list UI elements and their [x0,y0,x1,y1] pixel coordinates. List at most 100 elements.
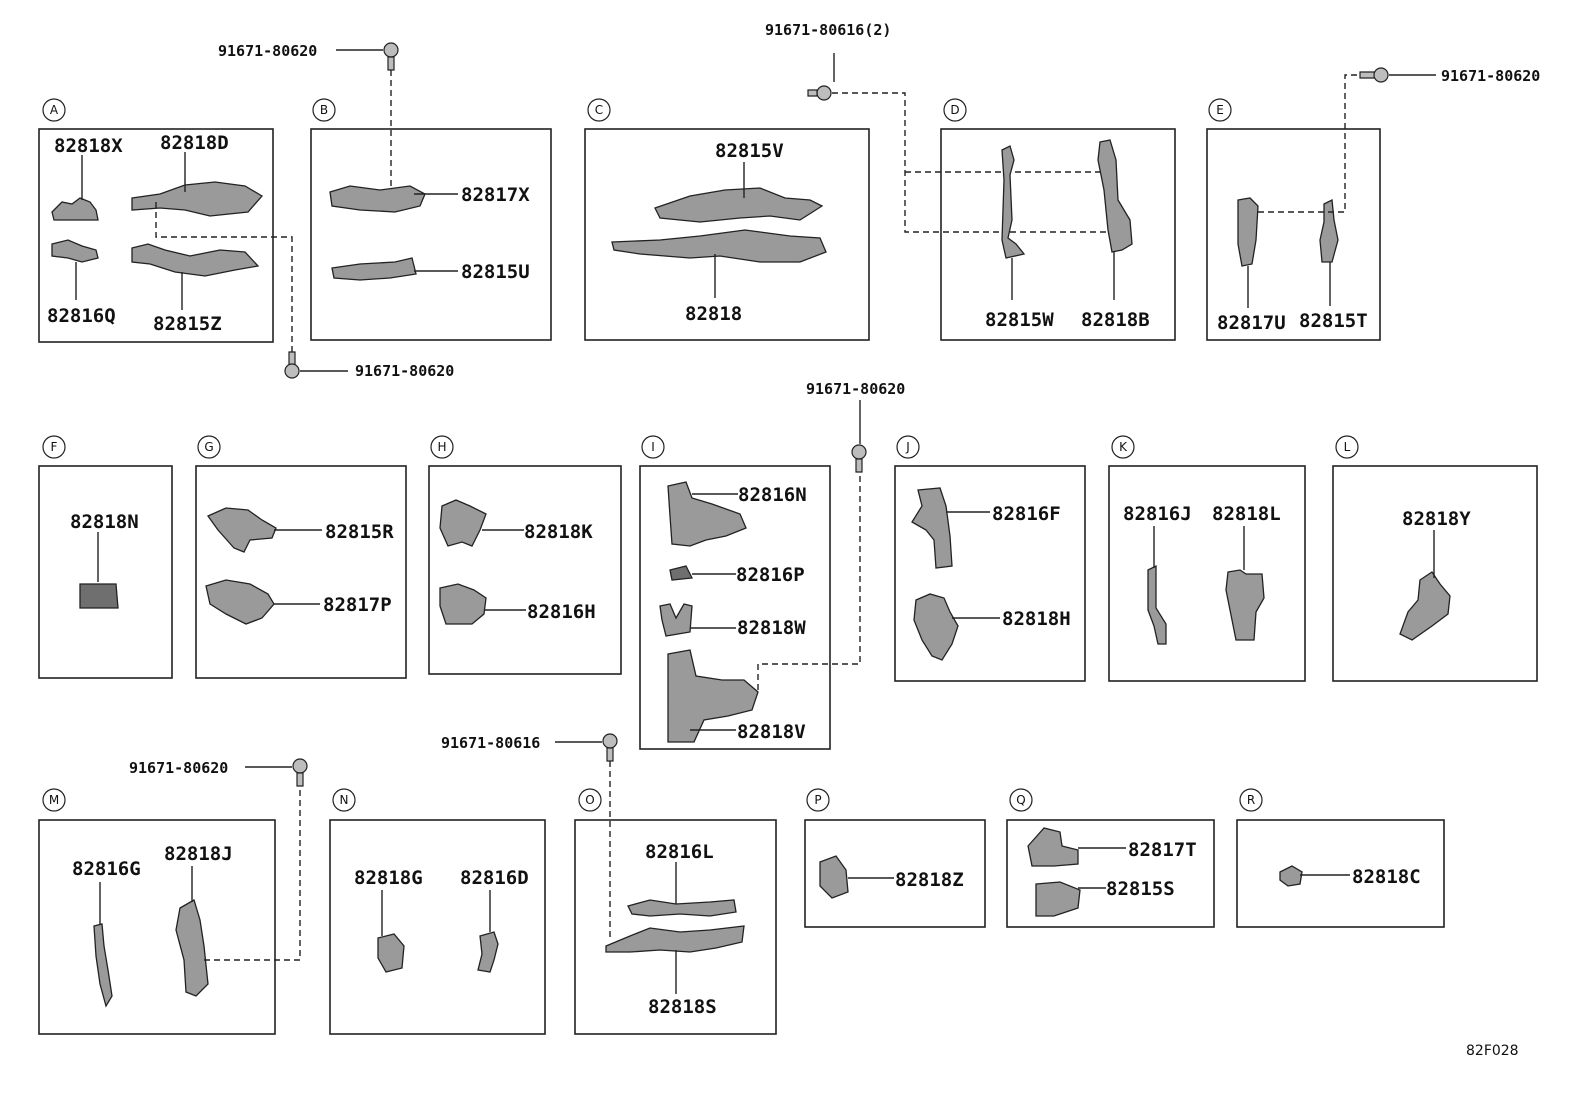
section-n-marker [332,788,356,812]
part-82816p-drawing [669,565,694,581]
part-label-82818b: 82818B [1081,309,1150,331]
part-82818c-drawing [1279,865,1303,887]
part-82818-drawing [611,229,827,263]
section-g-box [195,465,407,679]
part-label-82818d: 82818D [160,132,229,154]
part-label-82818x: 82818X [54,135,123,157]
part-label-82816p: 82816P [736,564,805,586]
section-a-key: A [50,103,59,117]
part-label-82816j: 82816J [1123,503,1192,525]
section-d-box [940,128,1176,341]
part-82818h-drawing [913,593,959,661]
section-e-marker [1208,98,1232,122]
dash-m-bolt [204,786,301,961]
section-h: H 82818K 82816H [428,435,622,675]
section-p: P 82818Z [804,788,986,928]
section-q-key: Q [1016,793,1025,807]
part-label-82816l: 82816L [645,841,714,863]
part-82818d-drawing [131,181,264,217]
part-82815w-drawing [1001,145,1026,259]
dash-i-bolt [757,472,861,690]
section-o-key: O [585,793,594,807]
part-label-82816f: 82816F [992,503,1061,525]
section-j-key: J [905,440,910,454]
part-label-82818w: 82818W [737,617,806,639]
section-b: B 82817X 82815U [310,70,552,341]
section-j-marker [896,435,920,459]
part-82817u-drawing [1237,197,1259,267]
part-82816h-drawing [439,583,487,625]
section-o-box [574,819,777,1035]
section-o: O 82816L 82818S [574,788,777,1035]
section-j: J 82816F 82818H [894,435,1086,682]
section-m-marker [42,788,66,812]
part-82818s-drawing [605,925,745,953]
bolt-ij: 91671-80620 [806,380,905,473]
section-k-key: K [1119,440,1128,454]
section-q-box [1006,819,1215,928]
section-c-box [584,128,870,341]
section-h-key: H [437,440,446,454]
bolt-icon [855,458,863,473]
bolt-label-m: 91671-80620 [129,759,228,777]
part-82818w-drawing [659,603,693,637]
part-label-82815s: 82815S [1106,878,1175,900]
section-r-key: R [1247,793,1255,807]
section-m-box [38,819,276,1035]
part-82815r-drawing [207,507,277,553]
part-label-82815r: 82815R [325,521,394,543]
bolt-cd: 91671-80616(2) [765,21,1120,233]
section-d-key: D [950,103,959,117]
part-82818l-drawing [1225,569,1265,641]
section-k: K 82816J 82818L [1108,435,1306,682]
part-82815s-drawing [1035,881,1081,917]
diagram-code: 82F028 [1466,1043,1519,1059]
bolt-b: 91671-80620 [218,42,399,71]
section-n: N 82818G 82816D [329,788,546,1035]
section-j-box [894,465,1086,682]
section-f-marker [42,435,66,459]
section-c-key: C [595,103,603,117]
part-label-82817p: 82817P [323,594,392,616]
part-label-82818g: 82818G [354,867,423,889]
part-label-82818y: 82818Y [1402,508,1471,530]
section-c: C 82815V 82818 [584,98,870,341]
bolt-head-icon [1373,67,1389,83]
part-82818v-drawing [667,649,759,743]
bolt-label-cd: 91671-80616(2) [765,21,891,39]
section-q-marker [1009,788,1033,812]
bolt-icon [296,772,304,787]
section-h-box [428,465,622,675]
part-label-82818: 82818 [685,303,742,325]
part-82815t-drawing [1319,198,1339,263]
part-label-82818h: 82818H [1002,608,1071,630]
section-i-box [639,465,831,750]
part-label-82817x: 82817X [461,184,530,206]
part-82816j-drawing [1147,564,1167,645]
part-label-82815t: 82815T [1299,310,1368,332]
part-label-82815v: 82815V [715,140,784,162]
section-g: G 82815R 82817P [195,435,407,679]
section-l-marker [1335,435,1359,459]
section-d: D 82815W 82818B [940,98,1176,341]
section-b-key: B [320,103,328,117]
section-l-key: L [1344,440,1351,454]
part-label-82815z: 82815Z [153,313,222,335]
part-82818y-drawing [1399,571,1451,641]
bolt-e: 91671-80620 [1359,67,1540,85]
section-a-box [38,128,274,343]
part-label-82816q: 82816Q [47,305,116,327]
part-label-82818z: 82818Z [895,869,964,891]
part-label-82818c: 82818C [1352,866,1421,888]
section-f-key: F [51,440,58,454]
section-p-box [804,819,986,928]
part-82816q-drawing [51,239,99,263]
part-label-82815u: 82815U [461,261,530,283]
section-a: A 82818X 82818D 82816Q 82815Z [38,98,293,352]
part-label-82817u: 82817U [1217,312,1286,334]
part-82818j-drawing [175,899,209,997]
part-label-82817t: 82817T [1128,839,1197,861]
bolt-icon [807,89,818,97]
section-l: L 82818Y [1332,435,1538,682]
